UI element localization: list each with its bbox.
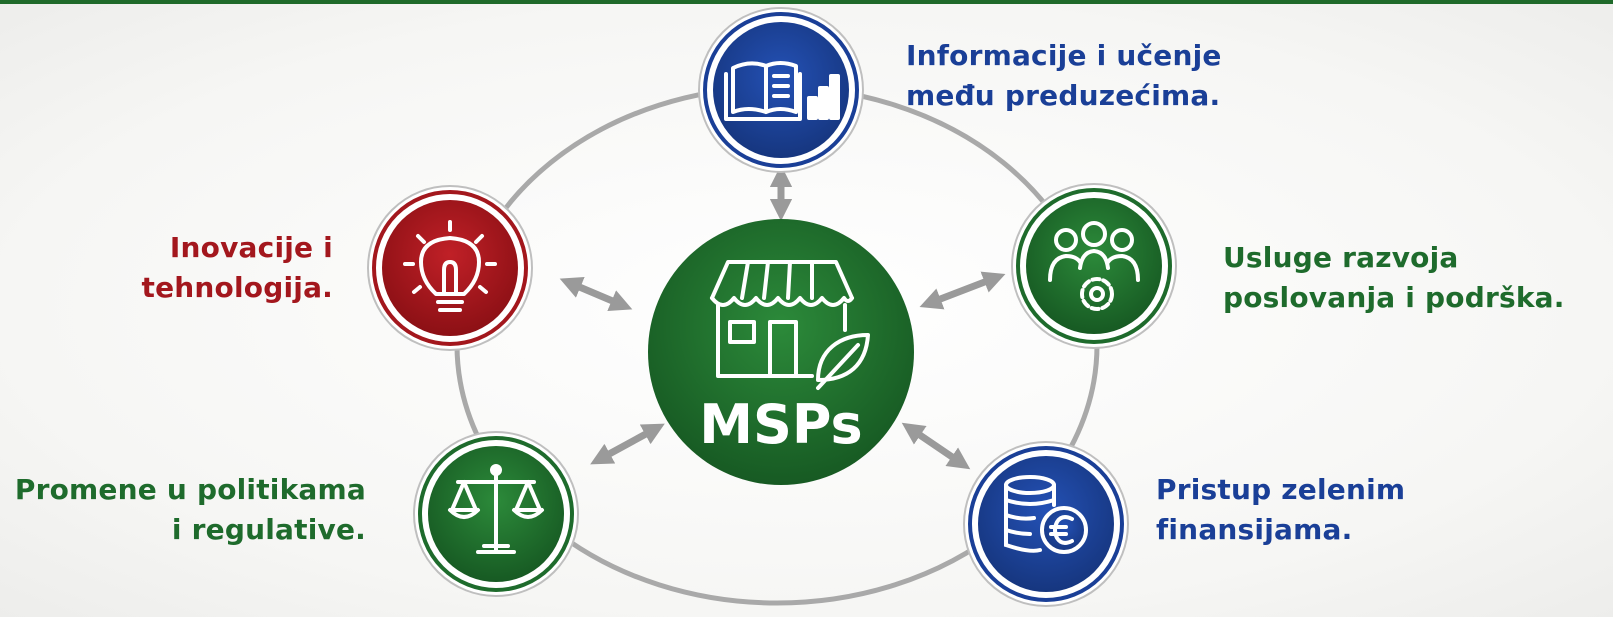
lightbulb-icon [403,220,497,312]
arrow-innovation [559,277,633,311]
node-finance [963,441,1129,607]
top-border-line [0,0,1613,4]
label-info-line2: među preduzećima. [906,79,1221,112]
label-innovation-line2: tehnologija. [141,271,333,304]
coins-euro-icon [1004,475,1088,554]
label-finance: Pristup zelenim finansijama. [1156,470,1405,550]
label-finance-line2: finansijama. [1156,513,1353,546]
label-info-line1: Informacije i učenje [906,39,1222,72]
center-label: MSPs [699,393,862,456]
node-policy [413,431,579,597]
node-innovation [367,185,533,351]
label-services: Usluge razvoja poslovanja i podrška. [1223,238,1565,318]
label-innovation-line1: Inovacije i [169,231,333,264]
label-finance-line1: Pristup zelenim [1156,473,1406,506]
label-policy-line2: i regulative. [171,513,366,546]
connector-arrows [559,164,1006,470]
arrow-services [919,271,1006,310]
book-chart-icon [724,61,840,121]
label-info: Informacije i učenje među preduzećima. [906,36,1222,116]
label-services-line1: Usluge razvoja [1223,241,1459,274]
shop-with-leaf-icon [710,260,870,390]
center-node-msps: MSPs [648,219,914,485]
node-services [1011,183,1177,349]
label-policy-line1: Promene u politikama [14,473,366,506]
scales-icon [448,464,544,554]
arrow-policy [590,423,665,465]
label-innovation: Inovacije i tehnologija. [142,228,333,308]
label-policy: Promene u politikama i regulative. [15,470,366,550]
label-services-line2: poslovanja i podrška. [1223,281,1565,314]
arrow-finance [901,422,971,470]
people-gear-icon [1048,221,1140,311]
node-info [698,7,864,173]
